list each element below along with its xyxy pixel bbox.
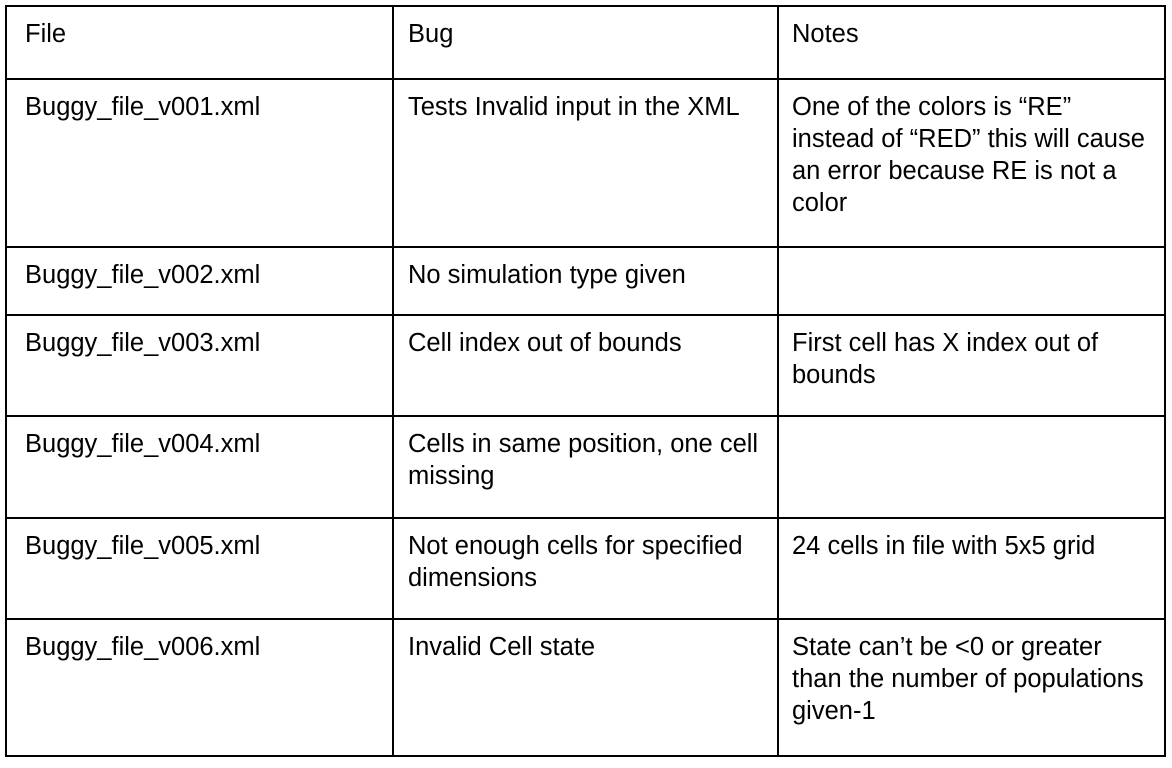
cell-bug: Cell index out of bounds [392, 314, 779, 417]
cell-notes [777, 246, 1166, 316]
cell-notes [777, 415, 1166, 519]
cell-file: Buggy_file_v002.xml [5, 246, 394, 316]
cell-file: Buggy_file_v006.xml [5, 618, 394, 757]
cell-bug: No simulation type given [392, 246, 779, 316]
cell-file: Buggy_file_v005.xml [5, 517, 394, 620]
cell-bug: Invalid Cell state [392, 618, 779, 757]
table-row: Buggy_file_v005.xml Not enough cells for… [5, 517, 1166, 620]
cell-notes: State can’t be <0 or greater than the nu… [777, 618, 1166, 757]
cell-notes: One of the colors is “RE” instead of “RE… [777, 78, 1166, 248]
cell-bug: Cells in same position, one cell missing [392, 415, 779, 519]
table-row: Buggy_file_v002.xml No simulation type g… [5, 246, 1166, 316]
table-row: Buggy_file_v001.xml Tests Invalid input … [5, 78, 1166, 248]
cell-file: Buggy_file_v003.xml [5, 314, 394, 417]
cell-notes: First cell has X index out of bounds [777, 314, 1166, 417]
header-file: File [5, 5, 394, 80]
table-row: Buggy_file_v004.xml Cells in same positi… [5, 415, 1166, 519]
header-notes: Notes [777, 5, 1166, 80]
cell-file: Buggy_file_v001.xml [5, 78, 394, 248]
table-row: Buggy_file_v003.xml Cell index out of bo… [5, 314, 1166, 417]
cell-file: Buggy_file_v004.xml [5, 415, 394, 519]
cell-bug: Tests Invalid input in the XML [392, 78, 779, 248]
bug-table: File Bug Notes Buggy_file_v001.xml Tests… [5, 5, 1166, 757]
table-header-row: File Bug Notes [5, 5, 1166, 80]
cell-bug: Not enough cells for specified dimension… [392, 517, 779, 620]
header-bug: Bug [392, 5, 779, 80]
cell-notes: 24 cells in file with 5x5 grid [777, 517, 1166, 620]
table-row: Buggy_file_v006.xml Invalid Cell state S… [5, 618, 1166, 757]
